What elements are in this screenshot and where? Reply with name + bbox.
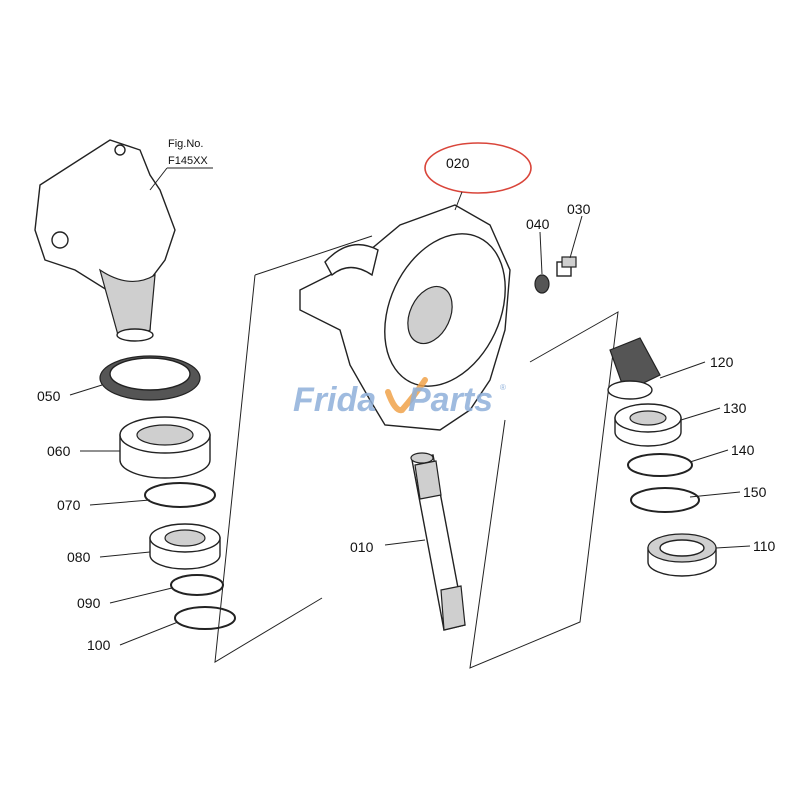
callout-150: 150 (743, 484, 767, 500)
callout-090: 090 (77, 595, 101, 611)
part-130-bearing (614, 403, 682, 447)
watermark-text-right: Parts (408, 381, 493, 419)
assembly-frame-left (254, 235, 373, 276)
part-060-bearing (119, 416, 211, 479)
callout-080: 080 (67, 549, 91, 565)
part-090-shim (170, 574, 224, 596)
part-070-snap-ring (144, 482, 216, 508)
watermark-check-icon (385, 377, 428, 414)
leader-lines (69, 361, 751, 646)
callout-140: 140 (731, 442, 755, 458)
part-010-shaft (410, 452, 466, 631)
callout-050: 050 (37, 388, 61, 404)
assembly-frame-right (469, 311, 619, 669)
assembly-frame-left-side (214, 274, 323, 663)
callout-120: 120 (710, 354, 734, 370)
part-120-bevel-gear (607, 337, 661, 400)
fig-number: F145XX (168, 155, 208, 167)
watermark-logo: Frida Parts ® (293, 377, 506, 419)
highlight-ellipse (424, 142, 532, 194)
watermark-registered: ® (500, 383, 506, 392)
callout-070: 070 (57, 497, 81, 513)
part-030-plug (556, 256, 577, 277)
callout-010: 010 (350, 539, 374, 555)
callout-020: 020 (446, 155, 470, 171)
part-110-oil-seal (647, 533, 717, 577)
part-080-bearing (149, 523, 221, 570)
part-100-snap-ring (174, 606, 236, 630)
fig-label: Fig.No. (168, 138, 203, 150)
part-150-snap-ring (630, 487, 700, 513)
callout-110: 110 (753, 538, 776, 554)
callout-030: 030 (567, 201, 591, 217)
callout-060: 060 (47, 443, 71, 459)
part-050-oil-seal (99, 355, 201, 401)
part-020-gear-case (299, 204, 511, 431)
callout-100: 100 (87, 637, 111, 653)
callout-130: 130 (723, 400, 747, 416)
part-140-shim (627, 453, 693, 477)
watermark-text-left: Frida (293, 381, 376, 419)
part-040-washer (534, 274, 550, 294)
reference-housing (34, 139, 176, 342)
callout-040: 040 (526, 216, 550, 232)
